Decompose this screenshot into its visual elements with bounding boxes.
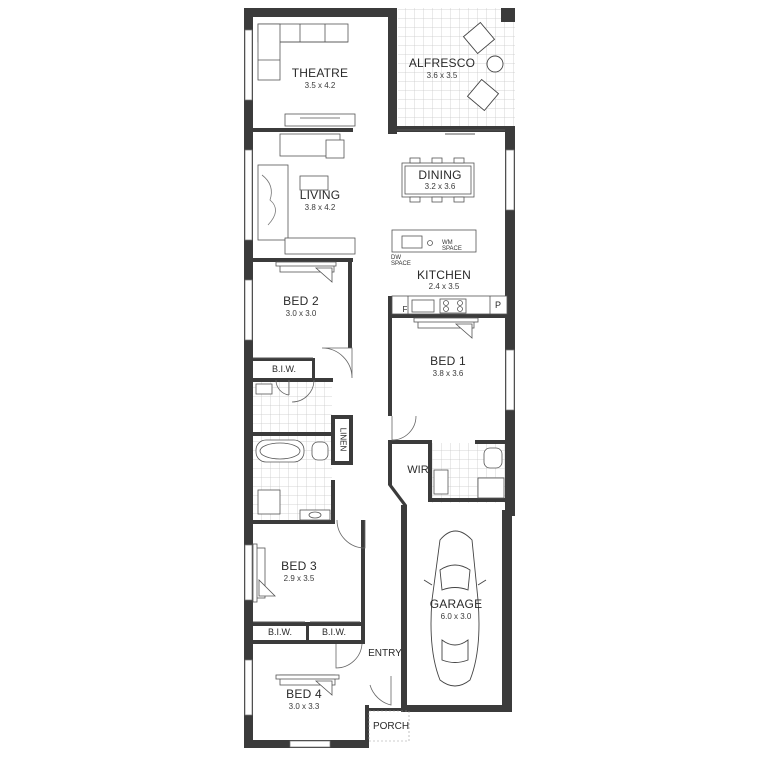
wir-label: WIR [407,464,429,476]
pantry-label: P [494,300,502,310]
dw-space-label: DW SPACE [391,255,411,267]
porch-area [368,710,410,742]
bed-2 [275,261,337,283]
alfresco-furniture [462,21,504,112]
bed4-size: 3.0 x 3.3 [288,702,320,711]
linen-label: LINEN [338,427,348,452]
door-swings [275,347,417,706]
sliding-doors [253,129,505,623]
bed-3 [252,543,276,603]
dining-size: 3.2 x 3.6 [424,182,456,191]
porch-label: PORCH [372,721,410,732]
biw-bed3-right-label: B.I.W. [321,627,347,637]
windows [244,29,515,748]
kitchen-island [391,229,477,253]
sofa [257,23,349,81]
wir-angled-wall [388,485,407,505]
interior-walls [253,128,508,748]
dining-table [401,157,475,203]
theatre-size: 3.5 x 4.2 [304,81,336,90]
garage-size: 6.0 x 3.0 [440,612,472,621]
bed-1 [413,317,479,339]
living-label: LIVING [299,188,341,202]
biw-bed3-left-label: B.I.W. [267,627,293,637]
car [423,530,487,687]
theatre-label: THEATRE [291,66,349,80]
bathroom-fixtures [255,383,505,521]
bed3-size: 2.9 x 3.5 [283,574,315,583]
alfresco-size: 3.6 x 3.5 [426,71,458,80]
tv-unit [284,113,356,127]
alfresco-label: ALFRESCO [408,56,476,70]
kitchen-label: KITCHEN [416,268,472,282]
living-furniture [257,133,356,255]
biw-bed2-label: B.I.W. [271,364,297,374]
dining-label: DINING [418,168,462,182]
living-size: 3.8 x 4.2 [304,203,336,212]
entry-label: ENTRY [368,648,402,659]
bed4-label: BED 4 [286,687,322,701]
bed3-label: BED 3 [281,559,317,573]
bed2-label: BED 2 [283,294,319,308]
bed1-size: 3.8 x 3.6 [432,369,464,378]
garage-label: GARAGE [429,597,483,611]
wm-space-label: WM SPACE [442,240,462,252]
bed1-label: BED 1 [430,354,466,368]
fridge-label: F [402,305,408,314]
bed2-size: 3.0 x 3.0 [285,309,317,318]
kitchen-size: 2.4 x 3.5 [428,282,460,291]
bed-4 [275,674,340,696]
kitchen-bench [391,295,508,315]
